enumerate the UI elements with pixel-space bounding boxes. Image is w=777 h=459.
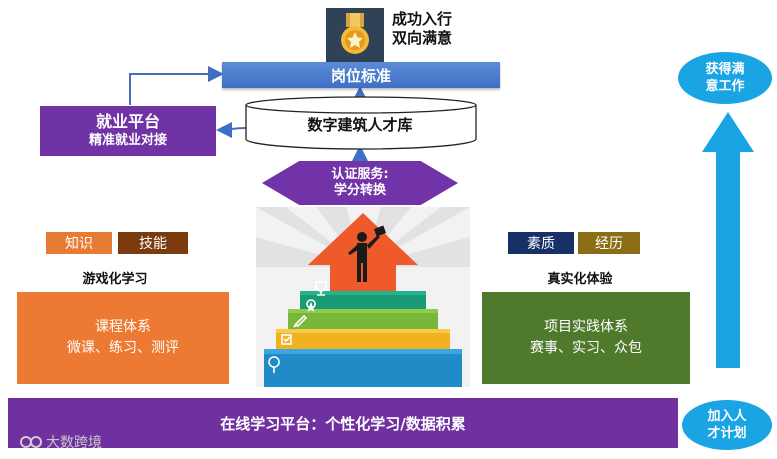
project-practice-line2: 赛事、实习、众包 xyxy=(530,340,642,356)
employment-platform-title: 就业平台 xyxy=(95,112,160,131)
project-practice-box: 项目实践体系 赛事、实习、众包 xyxy=(482,292,690,384)
achievement-line1: 成功入行 xyxy=(392,10,453,28)
watermark: 大数跨境 xyxy=(6,430,116,454)
stairs-illustration xyxy=(256,207,470,387)
satisfying-job-line2: 意工作 xyxy=(705,79,745,94)
trophy-icon xyxy=(315,281,327,296)
talent-database-label: 数字建筑人才库 xyxy=(307,115,413,134)
employment-platform-box: 就业平台 精准就业对接 xyxy=(40,106,216,156)
satisfying-job-line1: 获得满 xyxy=(705,62,745,77)
rocket-icon xyxy=(293,314,308,328)
person-figure xyxy=(348,225,387,282)
progress-up-arrow xyxy=(702,112,754,368)
course-system-line1: 课程体系 xyxy=(95,319,151,335)
database-to-employment-arrow xyxy=(216,121,247,138)
join-talent-plan-bubble: 加入人 才计划 xyxy=(682,400,772,450)
real-experience-title: 真实化体验 xyxy=(547,271,613,287)
checklist-icon xyxy=(281,334,292,345)
certification-line2: 学分转换 xyxy=(333,183,386,198)
watermark-text: 大数跨境 xyxy=(46,435,102,451)
employment-to-standard-arrow xyxy=(129,66,224,105)
achievement-line2: 双向满意 xyxy=(392,29,453,47)
satisfying-job-bubble: 获得满 意工作 xyxy=(678,52,772,104)
job-standard-bar: 岗位标准 xyxy=(222,62,500,88)
gamified-learning-title: 游戏化学习 xyxy=(82,271,148,287)
medal-step-icon xyxy=(306,299,316,312)
achievement-text: 成功入行 双向满意 xyxy=(392,10,482,48)
tag-quality: 素质 xyxy=(508,232,574,254)
project-practice-line1: 项目实践体系 xyxy=(544,319,628,335)
watermark-logo-icon xyxy=(20,436,42,448)
location-icon xyxy=(268,356,280,373)
course-system-box: 课程体系 微课、练习、测评 xyxy=(17,292,229,384)
course-system-line2: 微课、练习、测评 xyxy=(67,340,179,356)
join-talent-plan-line2: 才计划 xyxy=(707,426,747,441)
join-talent-plan-line1: 加入人 xyxy=(707,409,747,424)
employment-platform-subtitle: 精准就业对接 xyxy=(88,133,167,148)
certification-line1: 认证服务: xyxy=(331,167,389,182)
tag-knowledge: 知识 xyxy=(46,232,112,254)
database-cylinder-icon xyxy=(245,96,477,150)
tag-skill: 技能 xyxy=(118,232,188,254)
certification-hexagon: 认证服务: 学分转换 xyxy=(262,161,458,205)
medal-icon xyxy=(326,8,384,62)
online-learning-platform-bar: 在线学习平台：个性化学习/数据积累 xyxy=(8,398,678,448)
tag-experience: 经历 xyxy=(578,232,640,254)
